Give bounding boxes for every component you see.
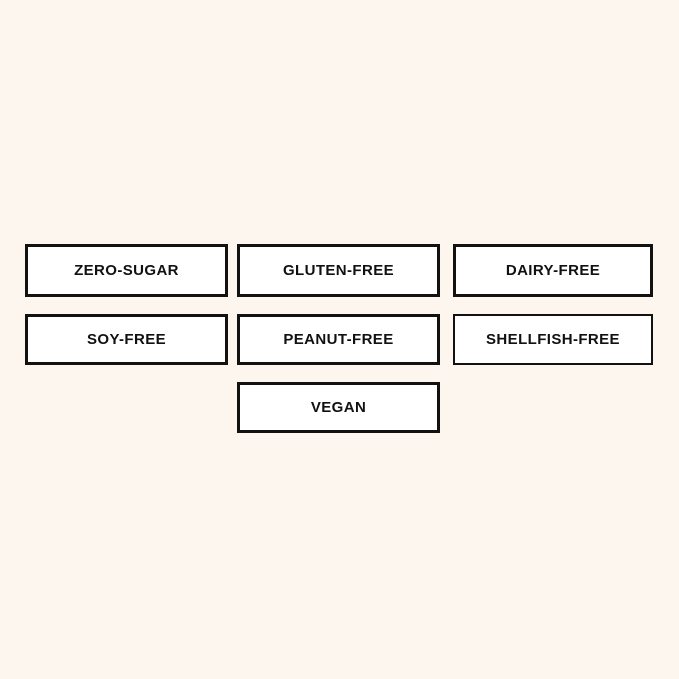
badge-dairy-free[interactable]: DAIRY-FREE xyxy=(453,244,653,297)
badge-label: SOY-FREE xyxy=(86,331,167,348)
badge-shellfish-free[interactable]: SHELLFISH-FREE xyxy=(453,314,653,365)
badge-label: PEANUT-FREE xyxy=(283,331,394,348)
badge-label: SHELLFISH-FREE xyxy=(486,331,620,348)
badge-zero-sugar[interactable]: ZERO-SUGAR xyxy=(25,244,228,297)
badge-gluten-free[interactable]: GLUTEN-FREE xyxy=(237,244,440,297)
badge-label: ZERO-SUGAR xyxy=(74,262,179,279)
badge-label: DAIRY-FREE xyxy=(505,262,601,279)
badge-peanut-free[interactable]: PEANUT-FREE xyxy=(237,314,440,365)
badge-soy-free[interactable]: SOY-FREE xyxy=(25,314,228,365)
badge-label: VEGAN xyxy=(310,399,367,416)
badge-vegan[interactable]: VEGAN xyxy=(237,382,440,433)
badge-label: GLUTEN-FREE xyxy=(282,262,395,279)
